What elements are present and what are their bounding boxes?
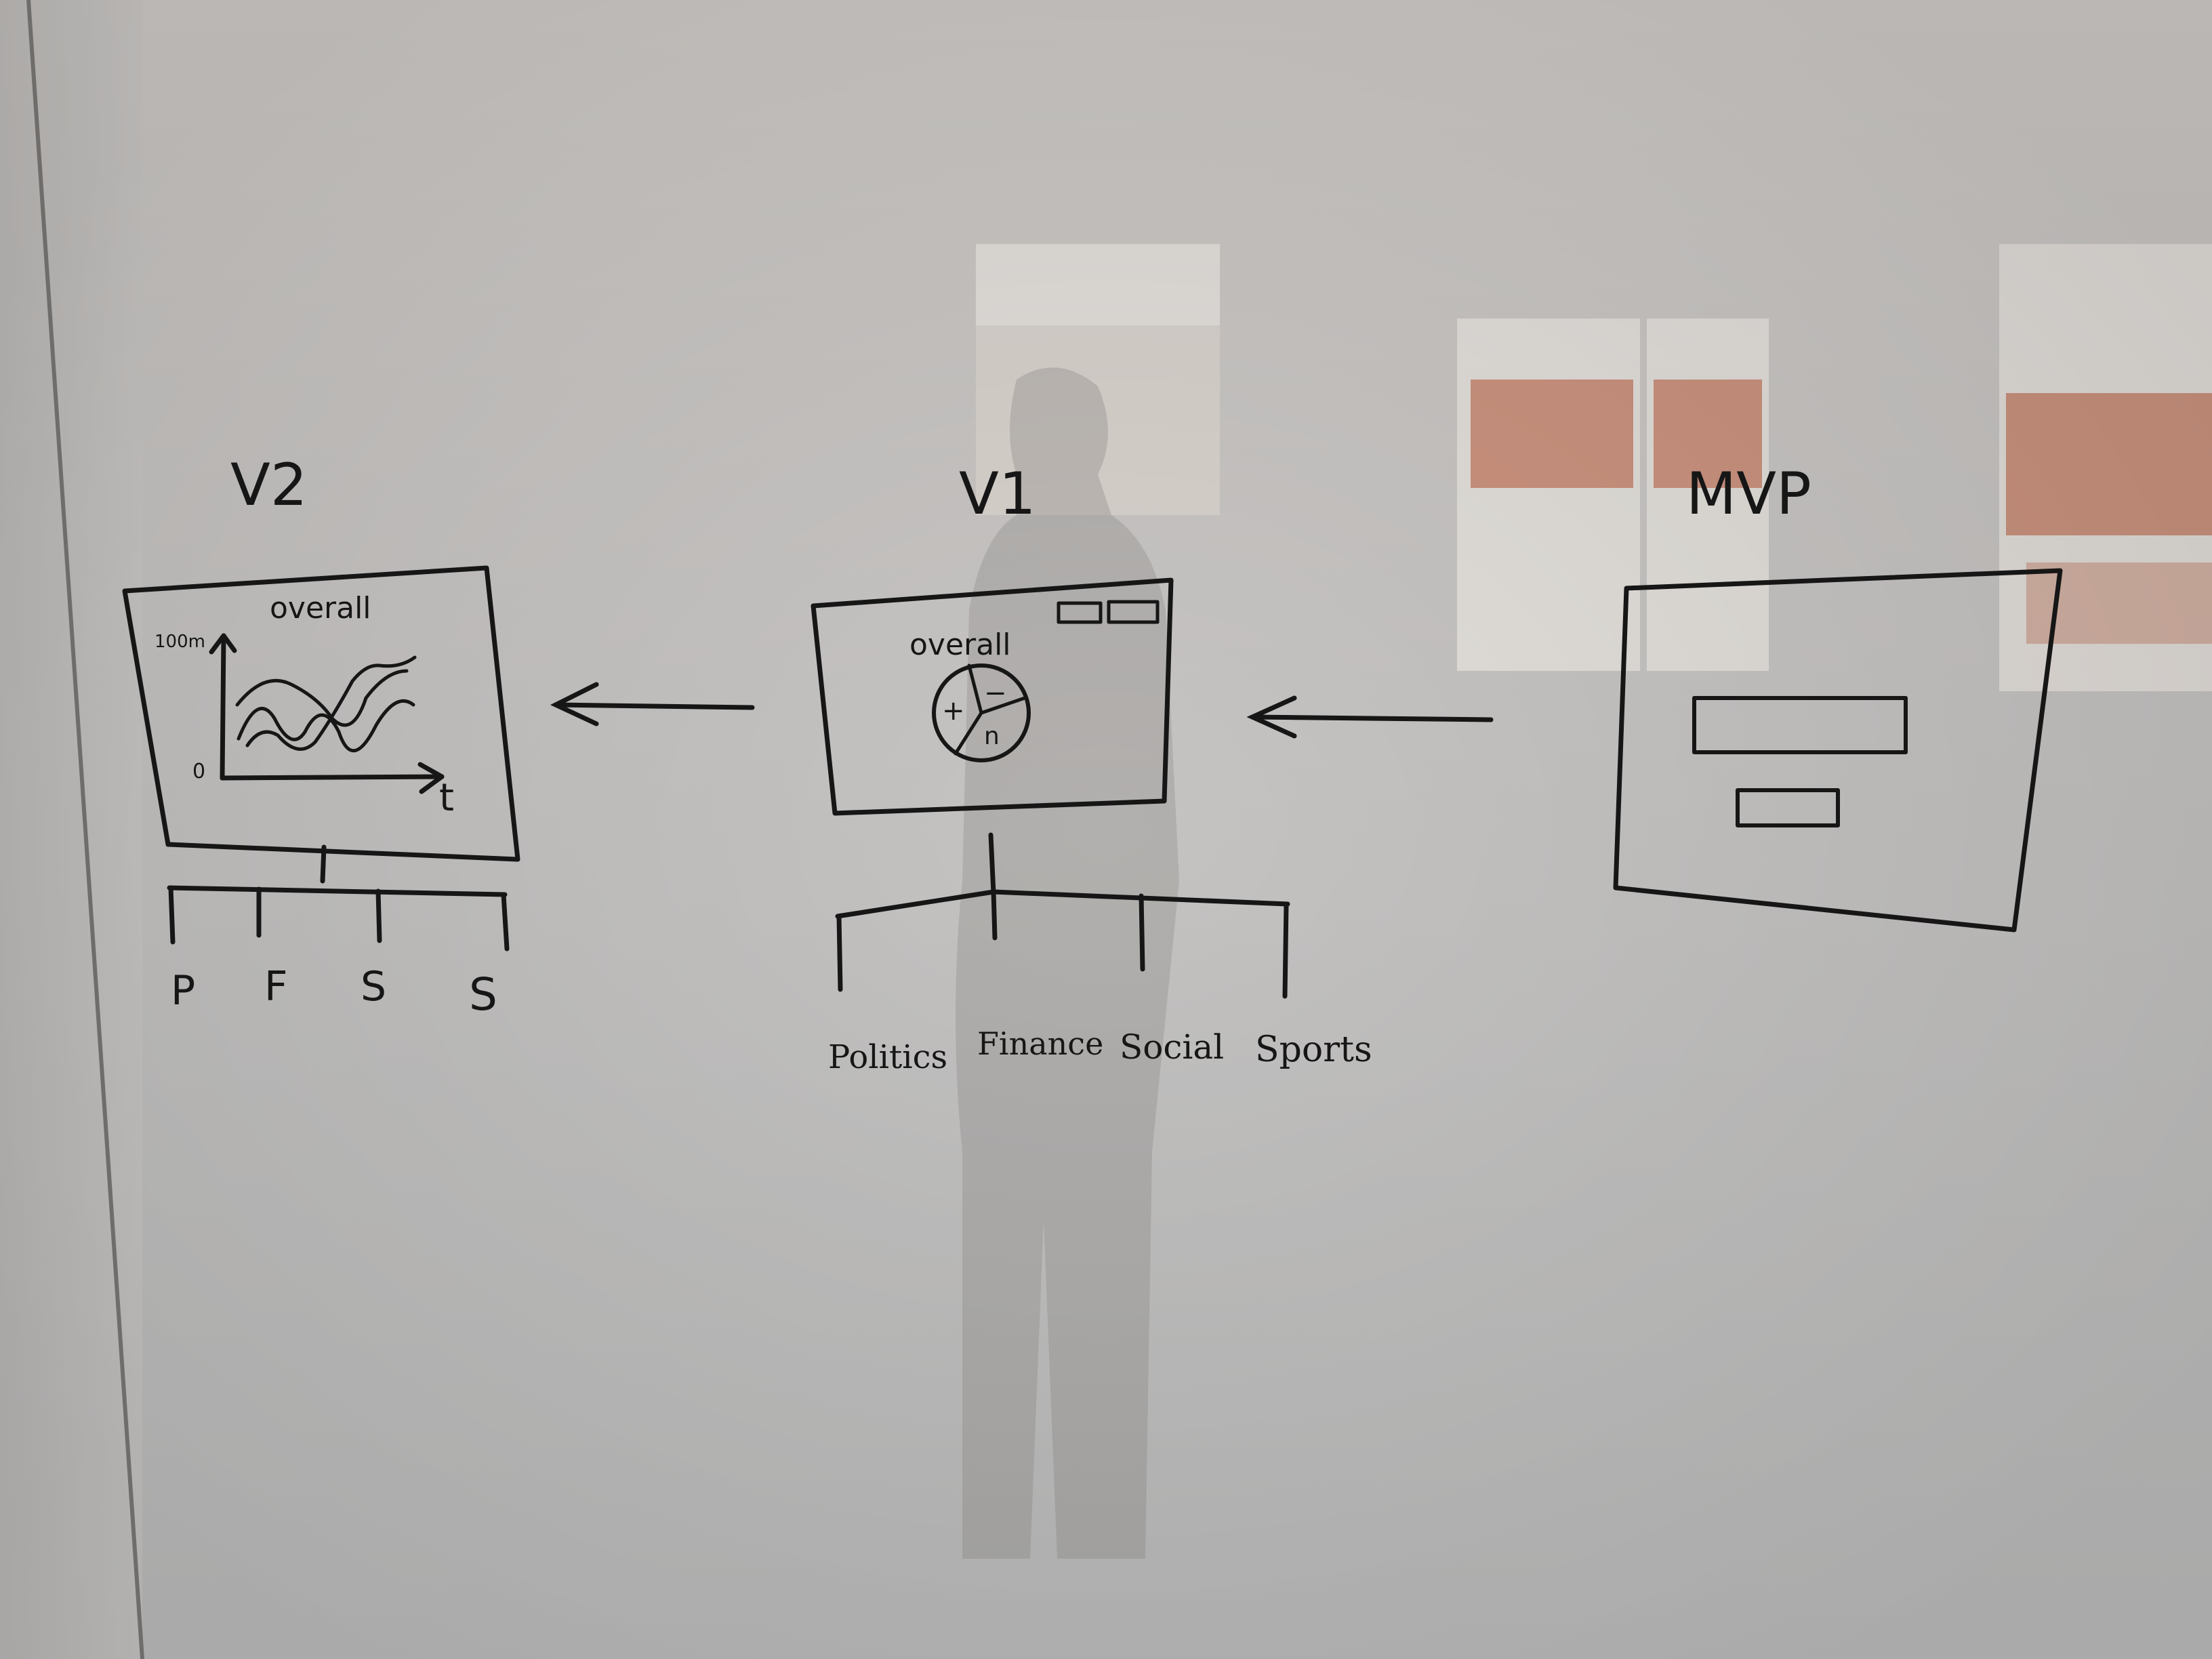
v1-branch-line	[836, 914, 843, 992]
v2-x-axis-arrow	[417, 762, 445, 794]
v1-pie-divider	[967, 663, 983, 715]
v2-y-axis-arrow	[209, 633, 237, 655]
v1-branch-line	[1139, 893, 1145, 972]
v1-branch-label: Sports	[1255, 1029, 1372, 1070]
v1-pie-chart	[932, 663, 1031, 762]
v2-chart-series-2	[237, 699, 415, 753]
v1-button-left	[1057, 601, 1103, 624]
v1-monitor	[811, 577, 1174, 816]
v1-title: V1	[959, 460, 1036, 528]
mvp-sketch: MVP	[1613, 460, 2063, 933]
v2-branch-label: S	[469, 968, 497, 1021]
v2-y-axis	[220, 633, 226, 781]
v1-pie-divider	[979, 696, 1027, 715]
v1-branch-label: Finance	[977, 1025, 1103, 1062]
v1-button-right	[1107, 600, 1160, 624]
v2-chart-series-3	[245, 655, 417, 751]
arrow-v1-to-v2	[550, 682, 755, 726]
v2-branch-line	[501, 892, 510, 951]
v1-branch-label: Politics	[828, 1038, 947, 1076]
v2-title: V2	[230, 451, 308, 519]
mvp-button-box	[1736, 788, 1840, 827]
v2-x-axis	[220, 774, 445, 781]
v2-branch-line	[375, 888, 382, 943]
v1-branch-label: Social	[1120, 1027, 1224, 1067]
arrow-mvp-to-v1	[1246, 695, 1494, 739]
v2-y-axis-min: 0	[192, 760, 205, 783]
v1-pie-symbol: +	[942, 695, 965, 726]
v2-branch-label: P	[171, 967, 195, 1015]
v2-branch-bar	[167, 885, 508, 897]
v2-y-axis-max: 100m	[155, 632, 205, 652]
v1-branch-line	[991, 889, 998, 941]
v2-branch-label: S	[361, 963, 386, 1010]
v2-branch-label: F	[264, 963, 288, 1010]
v2-branch-line	[168, 885, 176, 945]
v1-pie-symbol: n	[984, 722, 1000, 750]
v1-branch-line	[1282, 901, 1289, 999]
board-frame-edge	[26, 0, 144, 1659]
v1-sketch: V1 overall + − n Politics Finance Social…	[811, 460, 1372, 1076]
v2-sketch: V2 overall 100m 0 t P F S S	[122, 451, 520, 1021]
v2-monitor	[122, 565, 520, 862]
v1-screen-label: overall	[909, 628, 1011, 662]
v2-screen-label: overall	[270, 591, 371, 626]
v2-x-axis-label: t	[439, 776, 454, 820]
mvp-input-box	[1692, 696, 1908, 754]
v1-pie-divider	[954, 711, 983, 756]
mvp-monitor	[1613, 568, 2063, 933]
mvp-title: MVP	[1686, 460, 1811, 528]
v1-pie-symbol: −	[984, 678, 1007, 709]
